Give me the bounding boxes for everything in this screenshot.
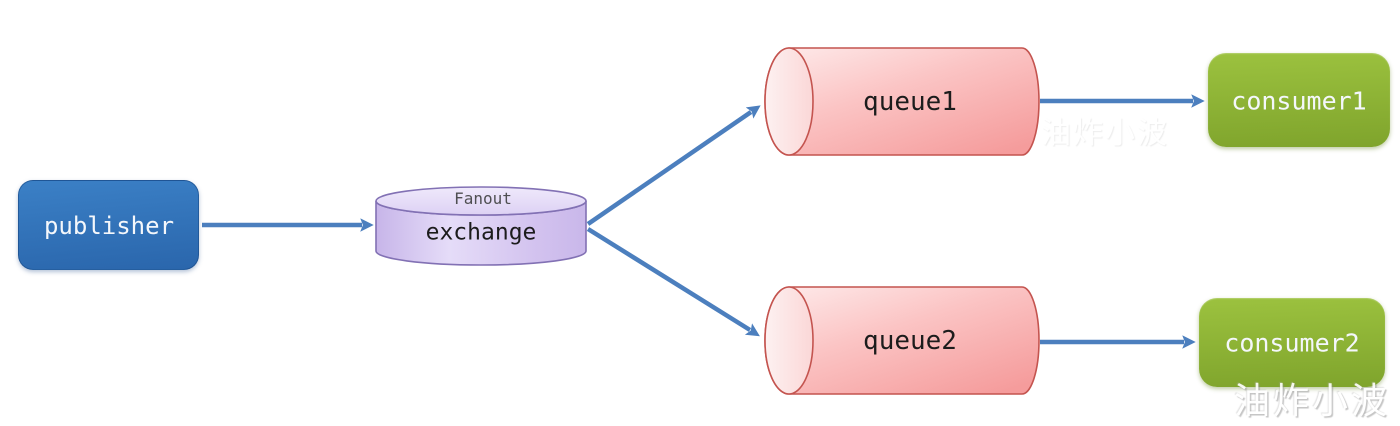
publisher-node[interactable] — [18, 180, 199, 270]
consumer1-node[interactable] — [1208, 53, 1390, 147]
exchange-label: exchange — [425, 219, 537, 246]
publisher-label: publisher — [43, 212, 175, 240]
exchange-node[interactable] — [375, 186, 587, 266]
consumer2-node[interactable] — [1199, 298, 1385, 387]
consumer2-label: consumer2 — [1224, 328, 1360, 358]
queue1-label: queue1 — [863, 87, 957, 117]
consumer1-label: consumer1 — [1231, 86, 1367, 116]
queue1-node[interactable] — [764, 47, 1040, 156]
queue2-node[interactable] — [764, 286, 1040, 395]
edge-exchange-to-queue2 — [586, 227, 760, 337]
queue2-label: queue2 — [863, 326, 957, 356]
edge-exchange-to-queue1 — [586, 105, 761, 226]
exchange-type-label: Fanout — [454, 189, 512, 208]
